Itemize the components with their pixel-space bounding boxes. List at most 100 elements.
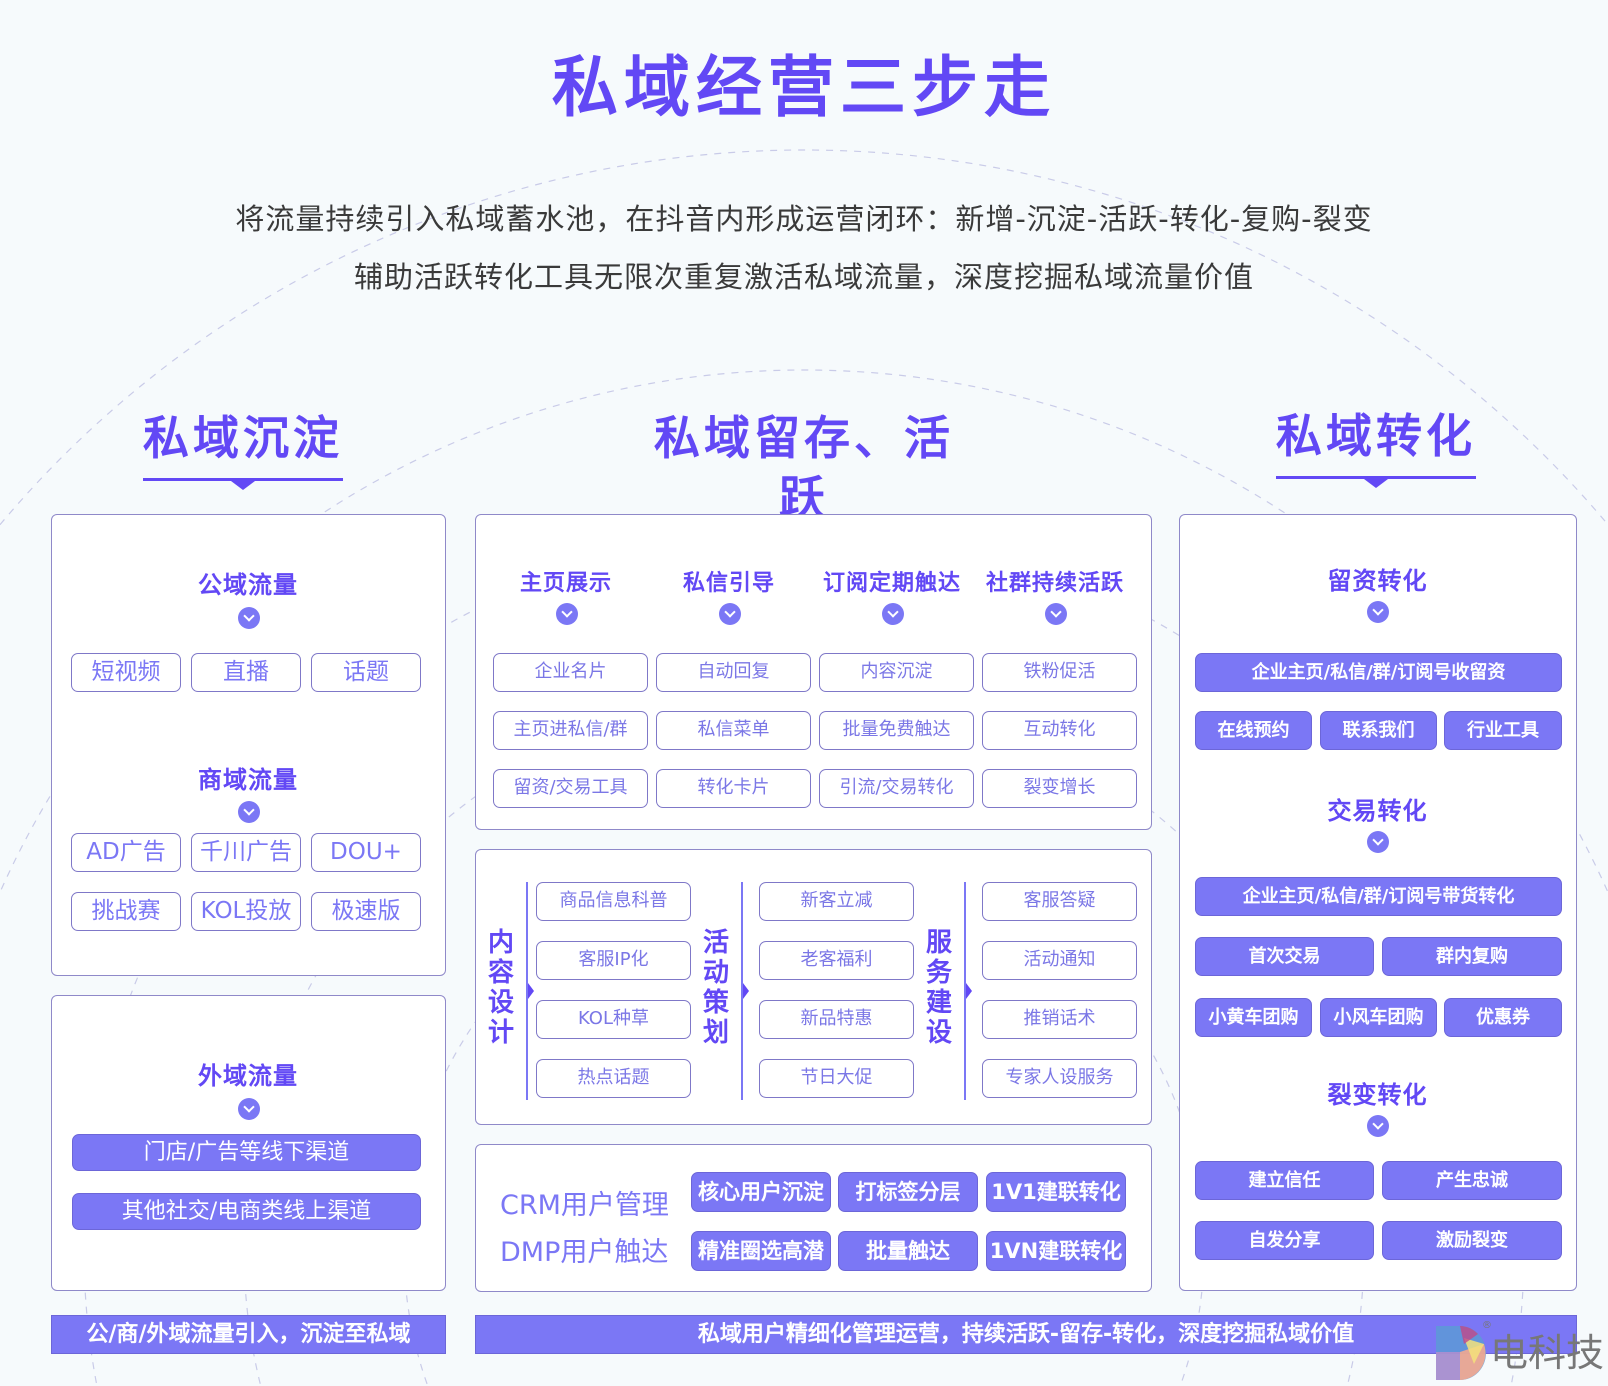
tag-business-card[interactable]: 企业名片 bbox=[493, 653, 648, 692]
chevron-down-icon bbox=[1367, 831, 1389, 853]
col-title-subscription: 订阅定期触达 bbox=[822, 571, 961, 596]
label-content-design: 内容设计 bbox=[487, 928, 514, 1048]
tag-fan-activation[interactable]: 铁粉促活 bbox=[982, 653, 1137, 692]
tag-dou-plus[interactable]: DOU+ bbox=[311, 833, 421, 872]
btn-contact-us[interactable]: 联系我们 bbox=[1320, 711, 1437, 750]
btn-online-booking[interactable]: 在线预约 bbox=[1195, 711, 1312, 750]
section-convert-header: 私域转化 bbox=[1276, 406, 1476, 488]
tag-hot-topic[interactable]: 热点话题 bbox=[536, 1059, 691, 1098]
tag-auto-reply[interactable]: 自动回复 bbox=[656, 653, 811, 692]
tag-topic[interactable]: 话题 bbox=[311, 653, 421, 692]
section-convert-title: 私域转化 bbox=[1276, 409, 1476, 463]
btn-coupon[interactable]: 优惠券 bbox=[1444, 998, 1562, 1037]
btn-precise-select[interactable]: 精准圈选高潜 bbox=[691, 1231, 831, 1271]
btn-build-trust[interactable]: 建立信任 bbox=[1195, 1161, 1374, 1200]
section-retain-title: 私域留存、活跃 bbox=[654, 411, 954, 525]
col-title-community: 社群持续活跃 bbox=[985, 571, 1124, 596]
panel-external-traffic: 外域流量 门店/广告等线下渠道 其他社交/电商类线上渠道 bbox=[51, 995, 446, 1291]
btn-spontaneous-share[interactable]: 自发分享 bbox=[1195, 1221, 1374, 1260]
tag-product-info[interactable]: 商品信息科普 bbox=[536, 882, 691, 921]
group-title-fission-conversion: 裂变转化 bbox=[1327, 1081, 1428, 1109]
btn-core-user-settle[interactable]: 核心用户沉淀 bbox=[691, 1172, 831, 1212]
btn-tag-layering[interactable]: 打标签分层 bbox=[838, 1172, 978, 1212]
tag-fission-growth[interactable]: 裂变增长 bbox=[982, 769, 1137, 808]
panel-conversion: 留资转化 企业主页/私信/群/订阅号收留资 在线预约 联系我们 行业工具 交易转… bbox=[1179, 514, 1577, 1291]
chevron-down-icon bbox=[238, 801, 260, 823]
tag-short-video[interactable]: 短视频 bbox=[71, 653, 181, 692]
tag-homepage-to-dm[interactable]: 主页进私信/群 bbox=[493, 711, 648, 750]
label-service-building: 服务建设 bbox=[925, 928, 952, 1048]
tag-conversion-card[interactable]: 转化卡片 bbox=[656, 769, 811, 808]
tag-expert-service[interactable]: 专家人设服务 bbox=[982, 1059, 1137, 1098]
col-title-homepage: 主页展示 bbox=[519, 571, 612, 596]
tag-kol[interactable]: KOL投放 bbox=[191, 892, 301, 931]
tag-loyal-benefits[interactable]: 老客福利 bbox=[759, 941, 914, 980]
tag-activity-notice[interactable]: 活动通知 bbox=[982, 941, 1137, 980]
btn-windmill-group-buy[interactable]: 小风车团购 bbox=[1320, 998, 1437, 1037]
chevron-down-icon bbox=[1367, 601, 1389, 623]
group-title-trade-conversion: 交易转化 bbox=[1327, 797, 1428, 825]
btn-group-repurchase[interactable]: 群内复购 bbox=[1382, 937, 1562, 976]
tag-batch-reach[interactable]: 批量免费触达 bbox=[819, 711, 974, 750]
btn-1v1-conversion[interactable]: 1V1建联转化 bbox=[986, 1172, 1126, 1212]
section-underline-arrow bbox=[143, 478, 343, 490]
tag-new-customer-discount[interactable]: 新客立减 bbox=[759, 882, 914, 921]
btn-live-selling-conversion[interactable]: 企业主页/私信/群/订阅号带货转化 bbox=[1195, 877, 1562, 916]
btn-loyalty[interactable]: 产生忠诚 bbox=[1382, 1161, 1562, 1200]
divider-arrow bbox=[741, 882, 749, 1100]
chevron-down-icon bbox=[882, 603, 904, 625]
tag-live[interactable]: 直播 bbox=[191, 653, 301, 692]
tag-traffic-conversion[interactable]: 引流/交易转化 bbox=[819, 769, 974, 808]
btn-1vn-conversion[interactable]: 1VN建联转化 bbox=[986, 1231, 1126, 1271]
tag-kol-seeding[interactable]: KOL种草 bbox=[536, 1000, 691, 1039]
subtitle-line-2: 辅助活跃转化工具无限次重复激活私域流量，深度挖掘私域流量价值 bbox=[353, 260, 1254, 294]
tag-interactive-conversion[interactable]: 互动转化 bbox=[982, 711, 1137, 750]
chevron-down-icon bbox=[719, 603, 741, 625]
btn-offline-channels[interactable]: 门店/广告等线下渠道 bbox=[72, 1134, 421, 1171]
tag-cs-answers[interactable]: 客服答疑 bbox=[982, 882, 1137, 921]
panel-public-commercial-traffic: 公域流量 短视频 直播 话题 商域流量 AD广告 千川广告 DOU+ 挑战赛 K… bbox=[51, 514, 446, 976]
tag-sales-script[interactable]: 推销话术 bbox=[982, 1000, 1137, 1039]
logo-icon bbox=[1436, 1326, 1486, 1380]
tag-challenge[interactable]: 挑战赛 bbox=[71, 892, 181, 931]
tag-qianchuan-ad[interactable]: 千川广告 bbox=[191, 833, 301, 872]
group-title-public-traffic: 公域流量 bbox=[198, 571, 298, 599]
tag-content-settle[interactable]: 内容沉淀 bbox=[819, 653, 974, 692]
panel-operations: 内容设计 商品信息科普 客服IP化 KOL种草 热点话题 活动策划 新客立减 老… bbox=[475, 849, 1152, 1125]
tag-cs-ip[interactable]: 客服IP化 bbox=[536, 941, 691, 980]
panel-retain-channels: 主页展示 私信引导 订阅定期触达 社群持续活跃 企业名片 主页进私信/群 留资/… bbox=[475, 514, 1152, 830]
chevron-down-icon bbox=[556, 603, 578, 625]
btn-first-trade[interactable]: 首次交易 bbox=[1195, 937, 1374, 976]
tag-holiday-promo[interactable]: 节日大促 bbox=[759, 1059, 914, 1098]
btn-leads-collection[interactable]: 企业主页/私信/群/订阅号收留资 bbox=[1195, 653, 1562, 692]
btn-online-channels[interactable]: 其他社交/电商类线上渠道 bbox=[72, 1193, 421, 1230]
tag-ad[interactable]: AD广告 bbox=[71, 833, 181, 872]
tag-leads-tools[interactable]: 留资/交易工具 bbox=[493, 769, 648, 808]
chevron-down-icon bbox=[1367, 1115, 1389, 1137]
divider-arrow bbox=[526, 882, 534, 1100]
label-dmp: DMP用户触达 bbox=[500, 1237, 669, 1268]
footer-retain: 私域用户精细化管理运营，持续活跃-留存-转化，深度挖掘私域价值 bbox=[475, 1315, 1577, 1354]
section-settle-title: 私域沉淀 bbox=[143, 411, 343, 465]
section-settle-header: 私域沉淀 bbox=[143, 408, 343, 490]
tag-new-product-deal[interactable]: 新品特惠 bbox=[759, 1000, 914, 1039]
btn-batch-reach[interactable]: 批量触达 bbox=[838, 1231, 978, 1271]
group-title-commercial-traffic: 商域流量 bbox=[198, 766, 298, 794]
tag-dm-menu[interactable]: 私信菜单 bbox=[656, 711, 811, 750]
btn-industry-tools[interactable]: 行业工具 bbox=[1444, 711, 1562, 750]
btn-incentive-fission[interactable]: 激励裂变 bbox=[1382, 1221, 1562, 1260]
watermark-logo: ® 电科技 bbox=[1434, 1320, 1608, 1386]
panel-crm-dmp: CRM用户管理 DMP用户触达 核心用户沉淀 打标签分层 1V1建联转化 精准圈… bbox=[475, 1144, 1152, 1292]
col-title-dm: 私信引导 bbox=[682, 571, 775, 596]
group-title-external-traffic: 外域流量 bbox=[198, 1062, 298, 1090]
chevron-down-icon bbox=[1045, 603, 1067, 625]
registered-mark: ® bbox=[1482, 1320, 1492, 1331]
btn-yellow-cart-group-buy[interactable]: 小黄车团购 bbox=[1195, 998, 1312, 1037]
chevron-down-icon bbox=[238, 1098, 260, 1120]
divider-arrow bbox=[964, 882, 972, 1100]
label-activity-planning: 活动策划 bbox=[702, 928, 729, 1048]
label-crm: CRM用户管理 bbox=[500, 1190, 669, 1221]
section-underline-arrow bbox=[1276, 476, 1476, 488]
footer-settle: 公/商/外域流量引入，沉淀至私域 bbox=[51, 1315, 446, 1354]
tag-lite-version[interactable]: 极速版 bbox=[311, 892, 421, 931]
